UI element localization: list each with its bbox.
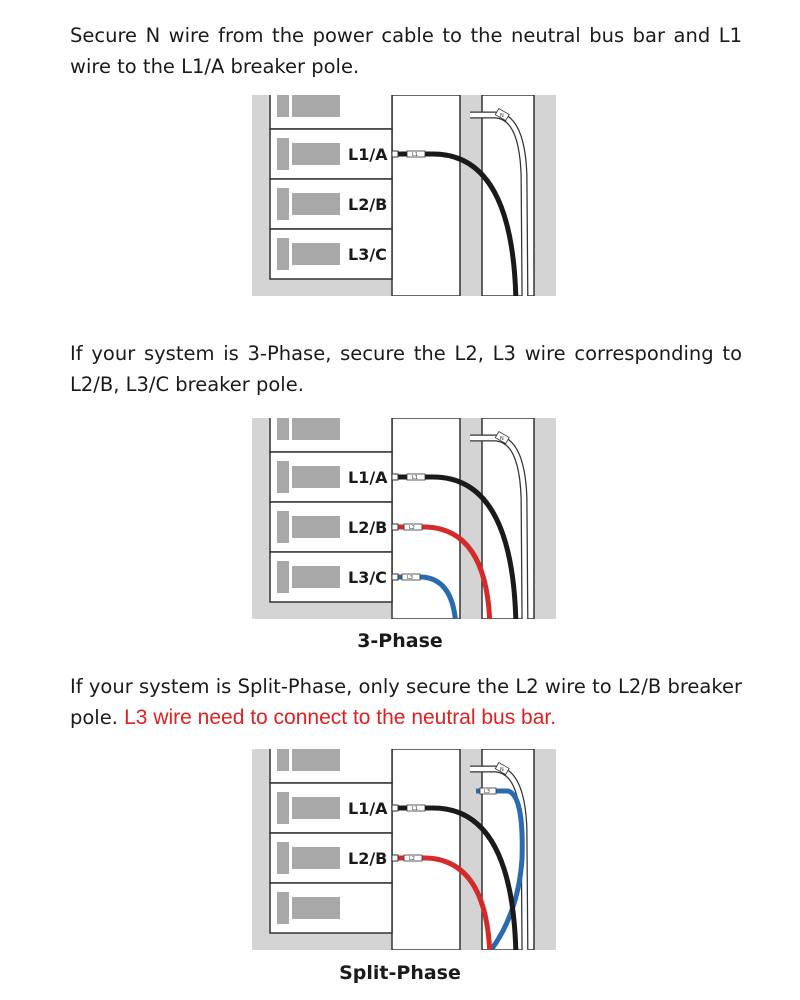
breaker-l2b: L2/B xyxy=(269,832,393,884)
l1-wire xyxy=(397,151,519,296)
svg-text:L1: L1 xyxy=(412,475,418,481)
breaker-label-l2b: L2/B xyxy=(348,849,387,868)
breaker-label-l3c: L3/C xyxy=(348,568,387,587)
breaker-label-l3c: L3/C xyxy=(348,245,387,264)
svg-text:L1: L1 xyxy=(412,806,418,812)
l2-wire xyxy=(397,524,493,619)
wiring-gutter xyxy=(391,749,461,950)
breaker-l1a: L1/A xyxy=(269,782,393,834)
terminal-l2 xyxy=(391,854,399,862)
wire-tag-l2 xyxy=(403,523,423,531)
wire-tag-n: N xyxy=(500,113,504,119)
wiring-gutter xyxy=(391,418,461,619)
svg-text:L2: L2 xyxy=(409,525,415,531)
wire-tag-l2 xyxy=(403,854,423,862)
breaker-l3c: L3/C xyxy=(269,228,393,280)
caption-split-phase: Split-Phase xyxy=(339,962,461,984)
wiring-gutter xyxy=(391,95,461,296)
breaker-label-l1a: L1/A xyxy=(348,145,388,164)
terminal-l1 xyxy=(391,150,399,158)
breaker-l1a: L1/A xyxy=(269,128,393,180)
terminal-l1 xyxy=(391,473,399,481)
wire-tag-l1 xyxy=(406,804,426,812)
terminal-l2 xyxy=(391,523,399,531)
wiring-figure-3-phase: L1/A L2/B L3/C N L1 L2 L3 xyxy=(252,418,556,619)
split-phase-instruction: If your system is Split-Phase, only secu… xyxy=(70,675,742,729)
wiring-figure-l1: L1/A L2/B L3/C N L1 xyxy=(252,95,556,296)
breaker-l3c: L3/C xyxy=(269,551,393,603)
l1-wire xyxy=(397,474,519,619)
svg-text:L3: L3 xyxy=(407,575,413,581)
svg-text:L3: L3 xyxy=(484,789,490,795)
svg-text:L2: L2 xyxy=(409,856,415,862)
neutral-warning-text: L3 wire need to connect to the neutral b… xyxy=(124,706,557,729)
caption-3-phase: 3-Phase xyxy=(357,630,443,652)
l1-wire xyxy=(397,805,519,950)
breaker-empty xyxy=(269,882,393,934)
svg-text:L1: L1 xyxy=(412,152,418,158)
wire-tag-l1 xyxy=(406,150,426,158)
instruction-paragraph-2: If your system is 3-Phase, secure the L2… xyxy=(70,342,742,396)
breaker-label-l1a: L1/A xyxy=(348,468,388,487)
l3-wire xyxy=(397,574,458,619)
wire-tag-l3 xyxy=(479,787,497,795)
wire-tag-n: N xyxy=(500,767,504,773)
wiring-figure-split-phase: L1/A L2/B N L3 L1 L2 xyxy=(252,749,556,950)
wire-tag-n: N xyxy=(500,436,504,442)
l2-wire xyxy=(397,855,493,950)
breaker-label-l2b: L2/B xyxy=(348,195,387,214)
breaker-label-l2b: L2/B xyxy=(348,518,387,537)
breaker-l1a: L1/A xyxy=(269,451,393,503)
breaker-l2b: L2/B xyxy=(269,501,393,553)
breaker-l2b: L2/B xyxy=(269,178,393,230)
instruction-paragraph-3: If your system is Split-Phase, only secu… xyxy=(70,671,742,733)
wire-tag-l1 xyxy=(406,473,426,481)
terminal-l1 xyxy=(391,804,399,812)
breaker-label-l1a: L1/A xyxy=(348,799,388,818)
wire-tag-l3 xyxy=(401,573,421,581)
instruction-paragraph-1: Secure N wire from the power cable to th… xyxy=(70,24,742,78)
l3-wire-to-neutral xyxy=(476,788,525,950)
terminal-l3 xyxy=(391,573,399,581)
